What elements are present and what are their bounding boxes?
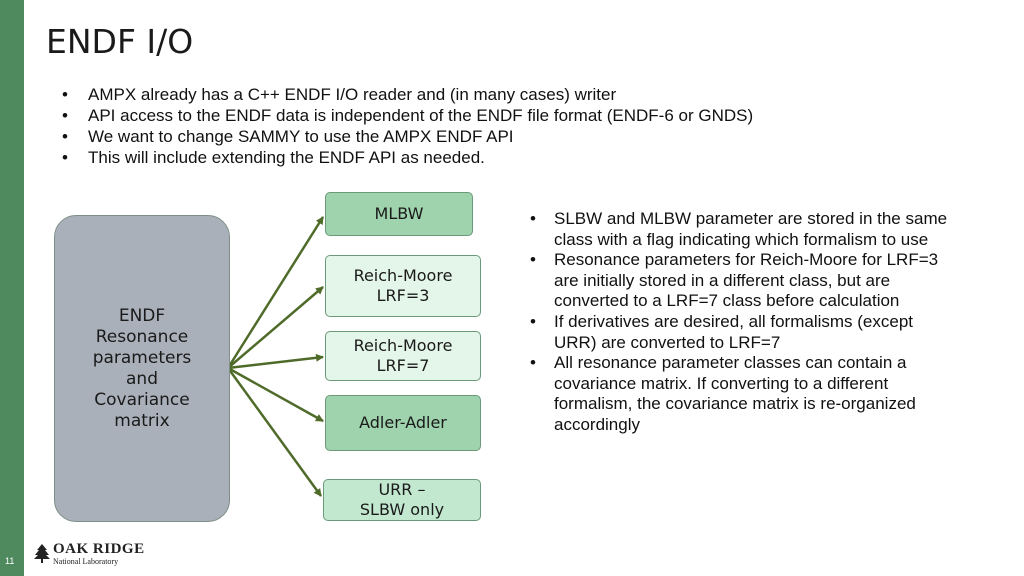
arrow-to-reich-moore-lrf3 (227, 286, 324, 369)
top-bullet: We want to change SAMMY to use the AMPX … (62, 126, 753, 147)
right-bullet: Resonance parameters for Reich-Moore for… (530, 250, 960, 312)
top-bullet: AMPX already has a C++ ENDF I/O reader a… (62, 84, 753, 105)
right-bullet: If derivatives are desired, all formalis… (530, 312, 960, 353)
right-bullet: All resonance parameter classes can cont… (530, 353, 960, 435)
node-adler-adler: Adler-Adler (325, 395, 481, 451)
top-bullet: API access to the ENDF data is independe… (62, 105, 753, 126)
arrow-to-mlbw (226, 216, 325, 369)
right-bullet: SLBW and MLBW parameter are stored in th… (530, 209, 960, 250)
node-reich-moore-lrf7: Reich-Moore LRF=7 (325, 331, 481, 381)
top-bullet-list: AMPX already has a C++ ENDF I/O reader a… (62, 84, 753, 168)
right-bullet-list: SLBW and MLBW parameter are stored in th… (530, 209, 960, 436)
node-mlbw: MLBW (325, 192, 473, 236)
oak-ridge-logo: OAK RIDGE National Laboratory (34, 542, 145, 566)
logo-line2: National Laboratory (53, 557, 119, 566)
arrow-to-adler-adler (227, 366, 324, 423)
node-reich-moore-lrf3: Reich-Moore LRF=3 (325, 255, 481, 317)
side-accent-bar (0, 0, 24, 576)
logo-line1: OAK RIDGE (53, 541, 145, 557)
arrow-to-reich-moore-lrf7 (227, 353, 324, 370)
slide-title: ENDF I/O (46, 22, 194, 61)
endf-source-box: ENDF Resonance parameters and Covariance… (54, 215, 230, 522)
node-urr-slbw: URR – SLBW only (323, 479, 481, 521)
page-number: 11 (5, 556, 15, 566)
arrow-to-urr (226, 367, 323, 497)
top-bullet: This will include extending the ENDF API… (62, 147, 753, 168)
tree-icon (34, 544, 50, 563)
